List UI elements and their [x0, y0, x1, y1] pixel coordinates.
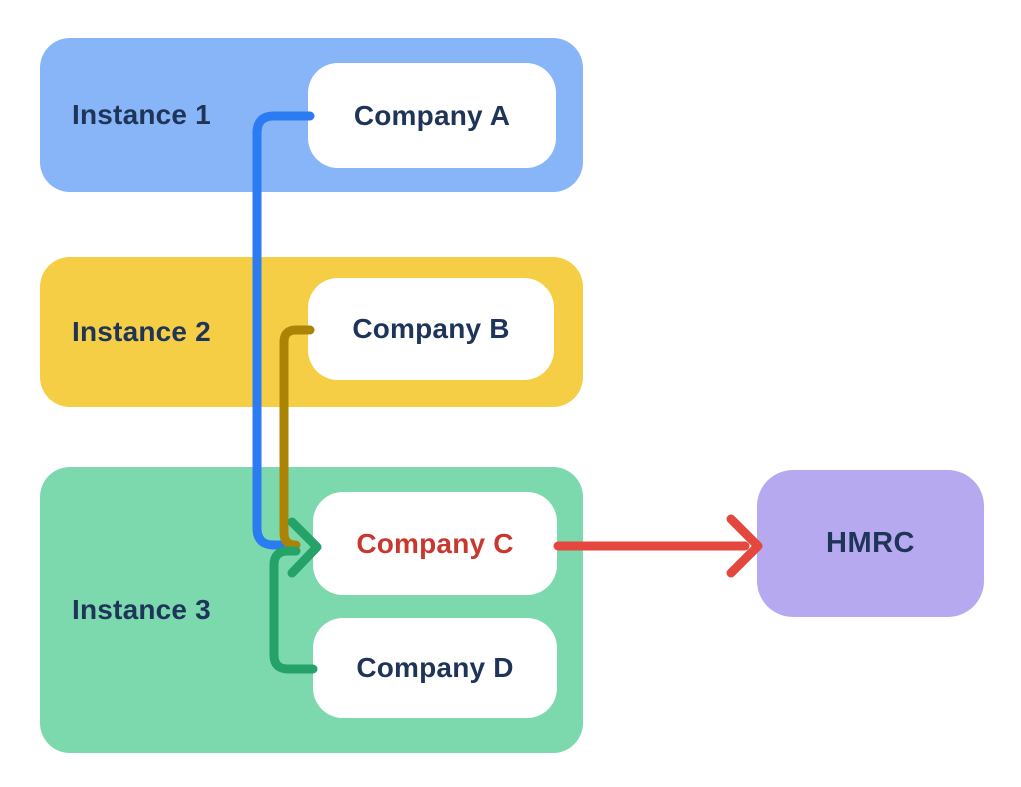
- company-c-node: Company C: [313, 492, 557, 595]
- instance-3-label: Instance 3: [72, 594, 211, 625]
- company-b-node: Company B: [308, 278, 554, 380]
- hmrc-node: HMRC: [757, 470, 984, 617]
- company-b-label: Company B: [352, 313, 510, 344]
- company-d-label: Company D: [356, 652, 514, 683]
- hmrc-label: HMRC: [826, 527, 915, 559]
- arrowhead-into-hmrc-icon: [726, 514, 763, 578]
- instance-2-label: Instance 2: [72, 316, 211, 347]
- instance-1-label: Instance 1: [72, 99, 211, 130]
- company-d-node: Company D: [313, 618, 557, 718]
- company-a-label: Company A: [353, 99, 511, 131]
- company-a-node: Company A: [308, 63, 556, 168]
- company-c-label: Company C: [356, 527, 514, 559]
